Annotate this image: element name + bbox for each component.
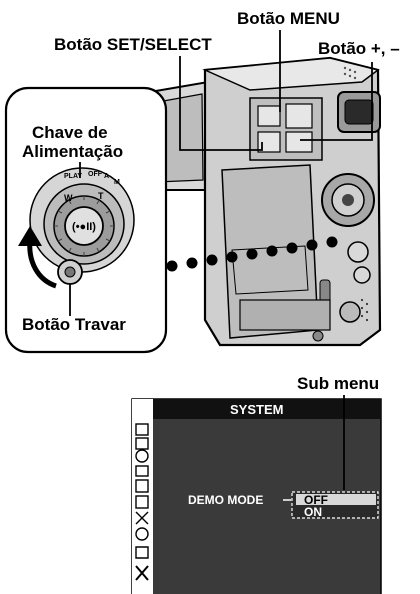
camera-icon xyxy=(135,423,149,436)
clock-icon xyxy=(135,527,149,541)
menu-title: SYSTEM xyxy=(230,402,284,417)
cross-icon xyxy=(135,565,149,581)
menu-sidebar-icons xyxy=(135,423,149,581)
menu-option-on: ON xyxy=(304,505,322,519)
menu-screen xyxy=(131,395,382,594)
tv-icon xyxy=(135,437,149,450)
display-icon xyxy=(135,465,149,477)
sub-menu-label: Sub menu xyxy=(297,374,380,393)
svg-text:(•●II): (•●II) xyxy=(72,221,96,233)
dial-mode-off: OFF xyxy=(88,171,103,178)
m-mode-icon xyxy=(135,495,149,509)
menu-button-label: Botão MENU xyxy=(237,9,340,28)
power-switch-zoom: (•●II) PLAY OFF A M W T xyxy=(4,86,168,354)
menu-item-demo-mode: DEMO MODE xyxy=(188,493,264,507)
plus-minus-button-label: Botão +, – xyxy=(318,39,400,58)
zoom-w-letter: W xyxy=(64,193,73,203)
power-switch-label-line2: Alimentação xyxy=(22,142,124,161)
dial-mode-m: M xyxy=(114,179,120,186)
camcorder xyxy=(146,56,382,347)
zoom-t-letter: T xyxy=(98,191,104,201)
lock-button-label: Botão Travar xyxy=(22,315,126,334)
menu-option-off: OFF xyxy=(304,493,328,507)
dial-mode-a: A xyxy=(104,173,109,180)
power-switch-label-line1: Chave de xyxy=(32,123,108,142)
a-mode-icon xyxy=(135,479,149,493)
film-icon xyxy=(135,449,149,463)
leader-lines xyxy=(179,30,373,151)
wipe-icon xyxy=(135,546,149,559)
dial-mode-play: PLAY xyxy=(64,173,82,180)
system-icon xyxy=(135,511,149,525)
set-select-button-label: Botão SET/SELECT xyxy=(54,35,212,54)
